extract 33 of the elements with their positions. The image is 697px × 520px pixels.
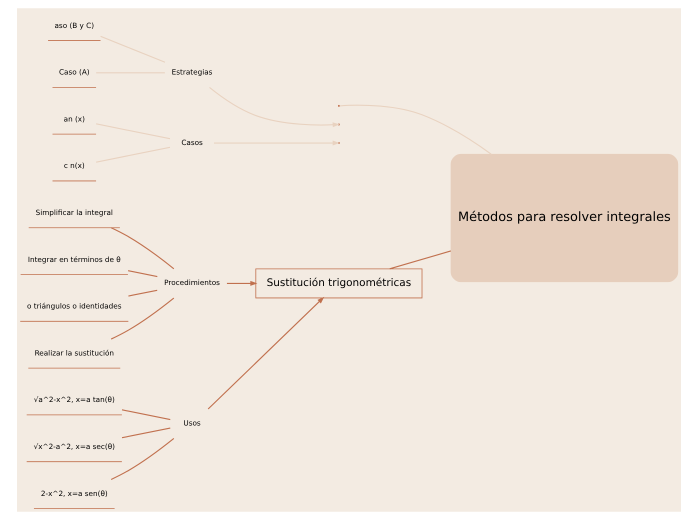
node-text: Simplificar la integral (35, 208, 112, 217)
connector (339, 104, 491, 155)
connector (389, 250, 450, 270)
node-text: o triángulos o identidades (26, 302, 122, 311)
connector (100, 36, 165, 63)
node-text: Estrategias (171, 68, 212, 77)
connector (96, 123, 170, 140)
connector (127, 270, 157, 278)
node-text: c n(x) (63, 161, 84, 170)
connector (110, 227, 174, 270)
node-text: 2-x^2, x=a sen(θ) (40, 488, 108, 498)
node-box: Sustitución trigonométricas (254, 268, 422, 298)
node-text: Casos (180, 138, 202, 147)
node-text: √x^2-a^2, x=a sec(θ) (33, 442, 114, 451)
arrow (226, 280, 257, 286)
node-text: Realizar la sustitución (34, 348, 114, 358)
connector (96, 146, 170, 163)
node-text: √a^2-x^2, x=a tan(θ) (33, 395, 114, 404)
connector (110, 298, 174, 340)
connector (110, 438, 174, 480)
arrow (207, 296, 324, 410)
connector (128, 290, 157, 297)
arrow (214, 140, 340, 146)
connector (121, 427, 170, 438)
connector (96, 72, 164, 74)
node-text: Caso (A) (58, 68, 90, 77)
node-text: Integrar en términos de θ (27, 254, 120, 264)
node-text: Usos (182, 418, 200, 428)
node-text: aso (B y C) (54, 20, 94, 30)
connector (121, 409, 170, 420)
node-text: Procedimientos (164, 278, 220, 288)
node-text: an (x) (63, 114, 84, 124)
node-box: Métodos para resolver integrales (450, 154, 678, 282)
